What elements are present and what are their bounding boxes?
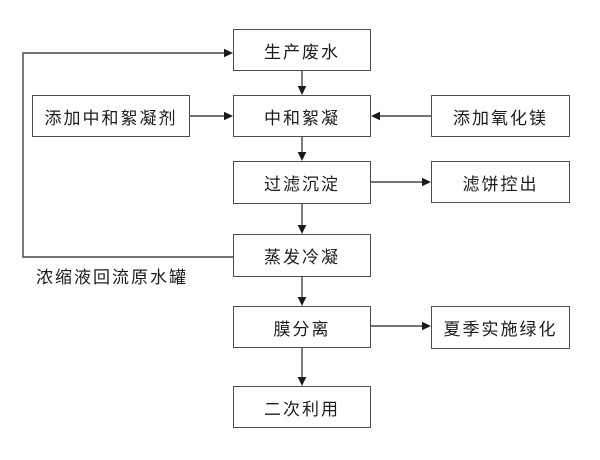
- edge-membrane-to-greening: [371, 321, 431, 331]
- edge-neutralization-to-filtration: [297, 137, 307, 161]
- edge-flocculant-to-neutralization: [190, 111, 233, 121]
- edge-evaporation-to-production-feedback: [22, 48, 233, 258]
- node-production-wastewater: 生产废水: [233, 29, 371, 71]
- node-neutralization-flocculation: 中和絮凝: [233, 95, 371, 137]
- edge-filtration-to-filter-cake: [371, 177, 431, 187]
- node-filter-cake-removal: 滤饼控出: [431, 161, 570, 203]
- edge-magnesium-oxide-to-neutralization: [371, 111, 431, 121]
- node-summer-greening: 夏季实施绿化: [431, 306, 570, 349]
- edge-evaporation-to-membrane: [297, 277, 307, 306]
- node-add-neutralizing-flocculant: 添加中和絮凝剂: [32, 95, 190, 137]
- edge-filtration-to-evaporation: [297, 204, 307, 234]
- edge-label-concentrate-return: 浓缩液回流原水罐: [36, 268, 188, 287]
- node-filtration-sedimentation: 过滤沉淀: [233, 161, 371, 204]
- node-evaporation-condensation: 蒸发冷凝: [233, 234, 371, 277]
- edge-membrane-to-secondary-use: [297, 348, 307, 386]
- node-membrane-separation: 膜分离: [233, 306, 371, 348]
- node-secondary-use: 二次利用: [233, 386, 371, 428]
- edge-production-to-neutralization: [297, 71, 307, 95]
- node-add-magnesium-oxide: 添加氧化镁: [431, 95, 570, 137]
